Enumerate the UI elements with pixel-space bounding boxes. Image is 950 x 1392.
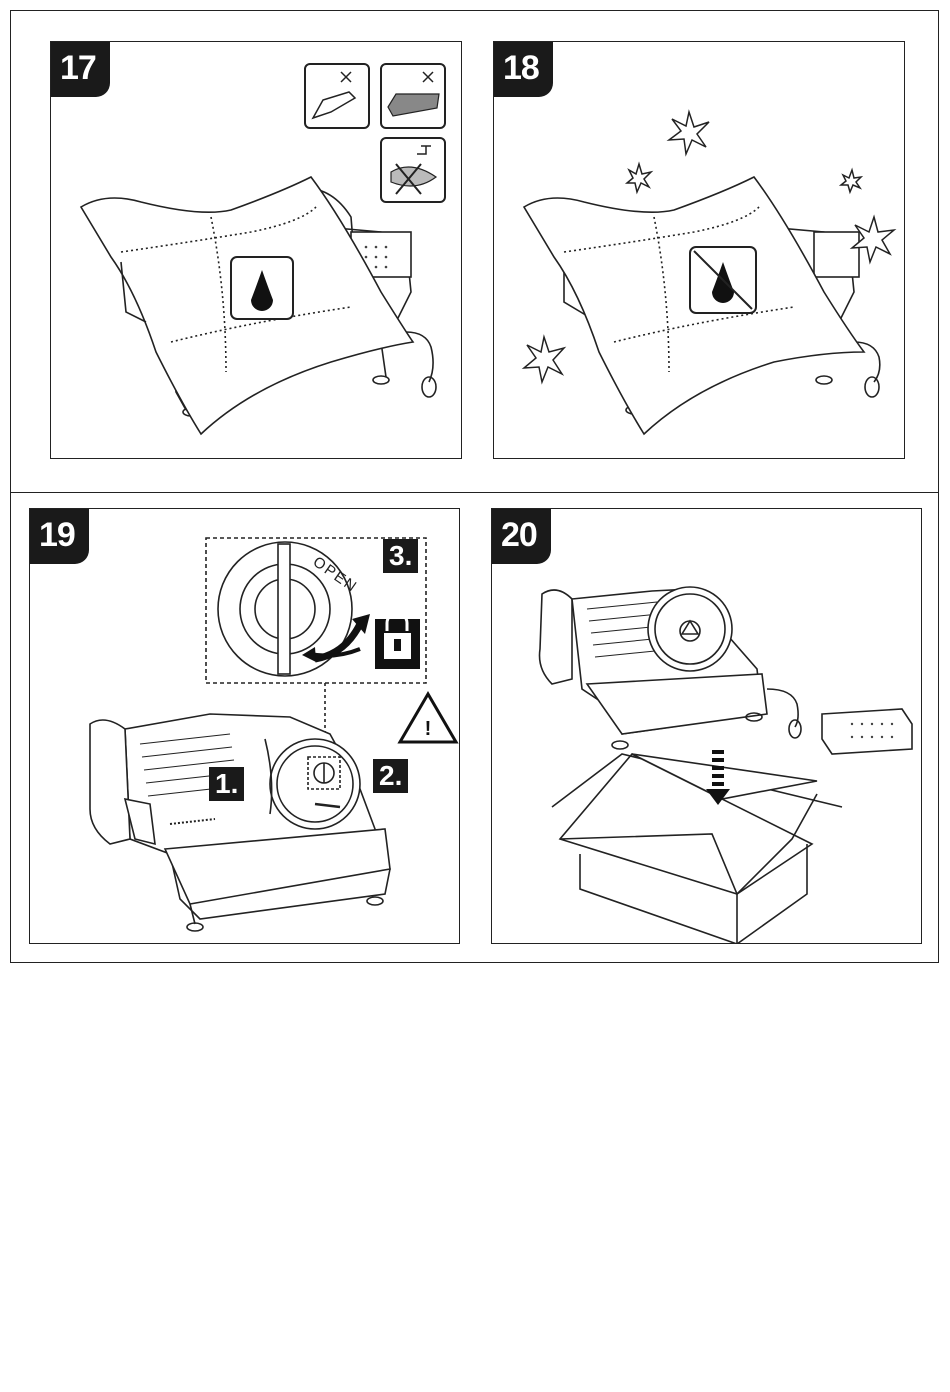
no-water-drop-icon (690, 247, 756, 313)
warning-blade-icon: ! (400, 694, 456, 742)
box-icon (552, 754, 842, 944)
no-scouring-pad-icon (381, 64, 445, 128)
step-label-1: 1. (209, 767, 244, 801)
slicer-covered-illustration (51, 42, 462, 459)
panel-19: 19 (29, 508, 460, 944)
svg-text:!: ! (425, 718, 432, 740)
blade-removal-illustration: OPEN ! (30, 509, 460, 944)
no-scraper-icon (305, 64, 369, 128)
panel-17: 17 (50, 41, 462, 459)
slicer-clean-illustration (494, 42, 905, 459)
panel-18: 18 (493, 41, 905, 459)
no-dishwasher-tap-icon (381, 138, 445, 202)
row-divider (11, 492, 938, 493)
water-drop-icon (231, 257, 293, 319)
step-label-2: 2. (373, 759, 408, 793)
panel-20: 20 (491, 508, 922, 944)
packing-illustration (492, 509, 922, 944)
step-label-3: 3. (383, 539, 418, 573)
unlock-icon (375, 613, 420, 669)
